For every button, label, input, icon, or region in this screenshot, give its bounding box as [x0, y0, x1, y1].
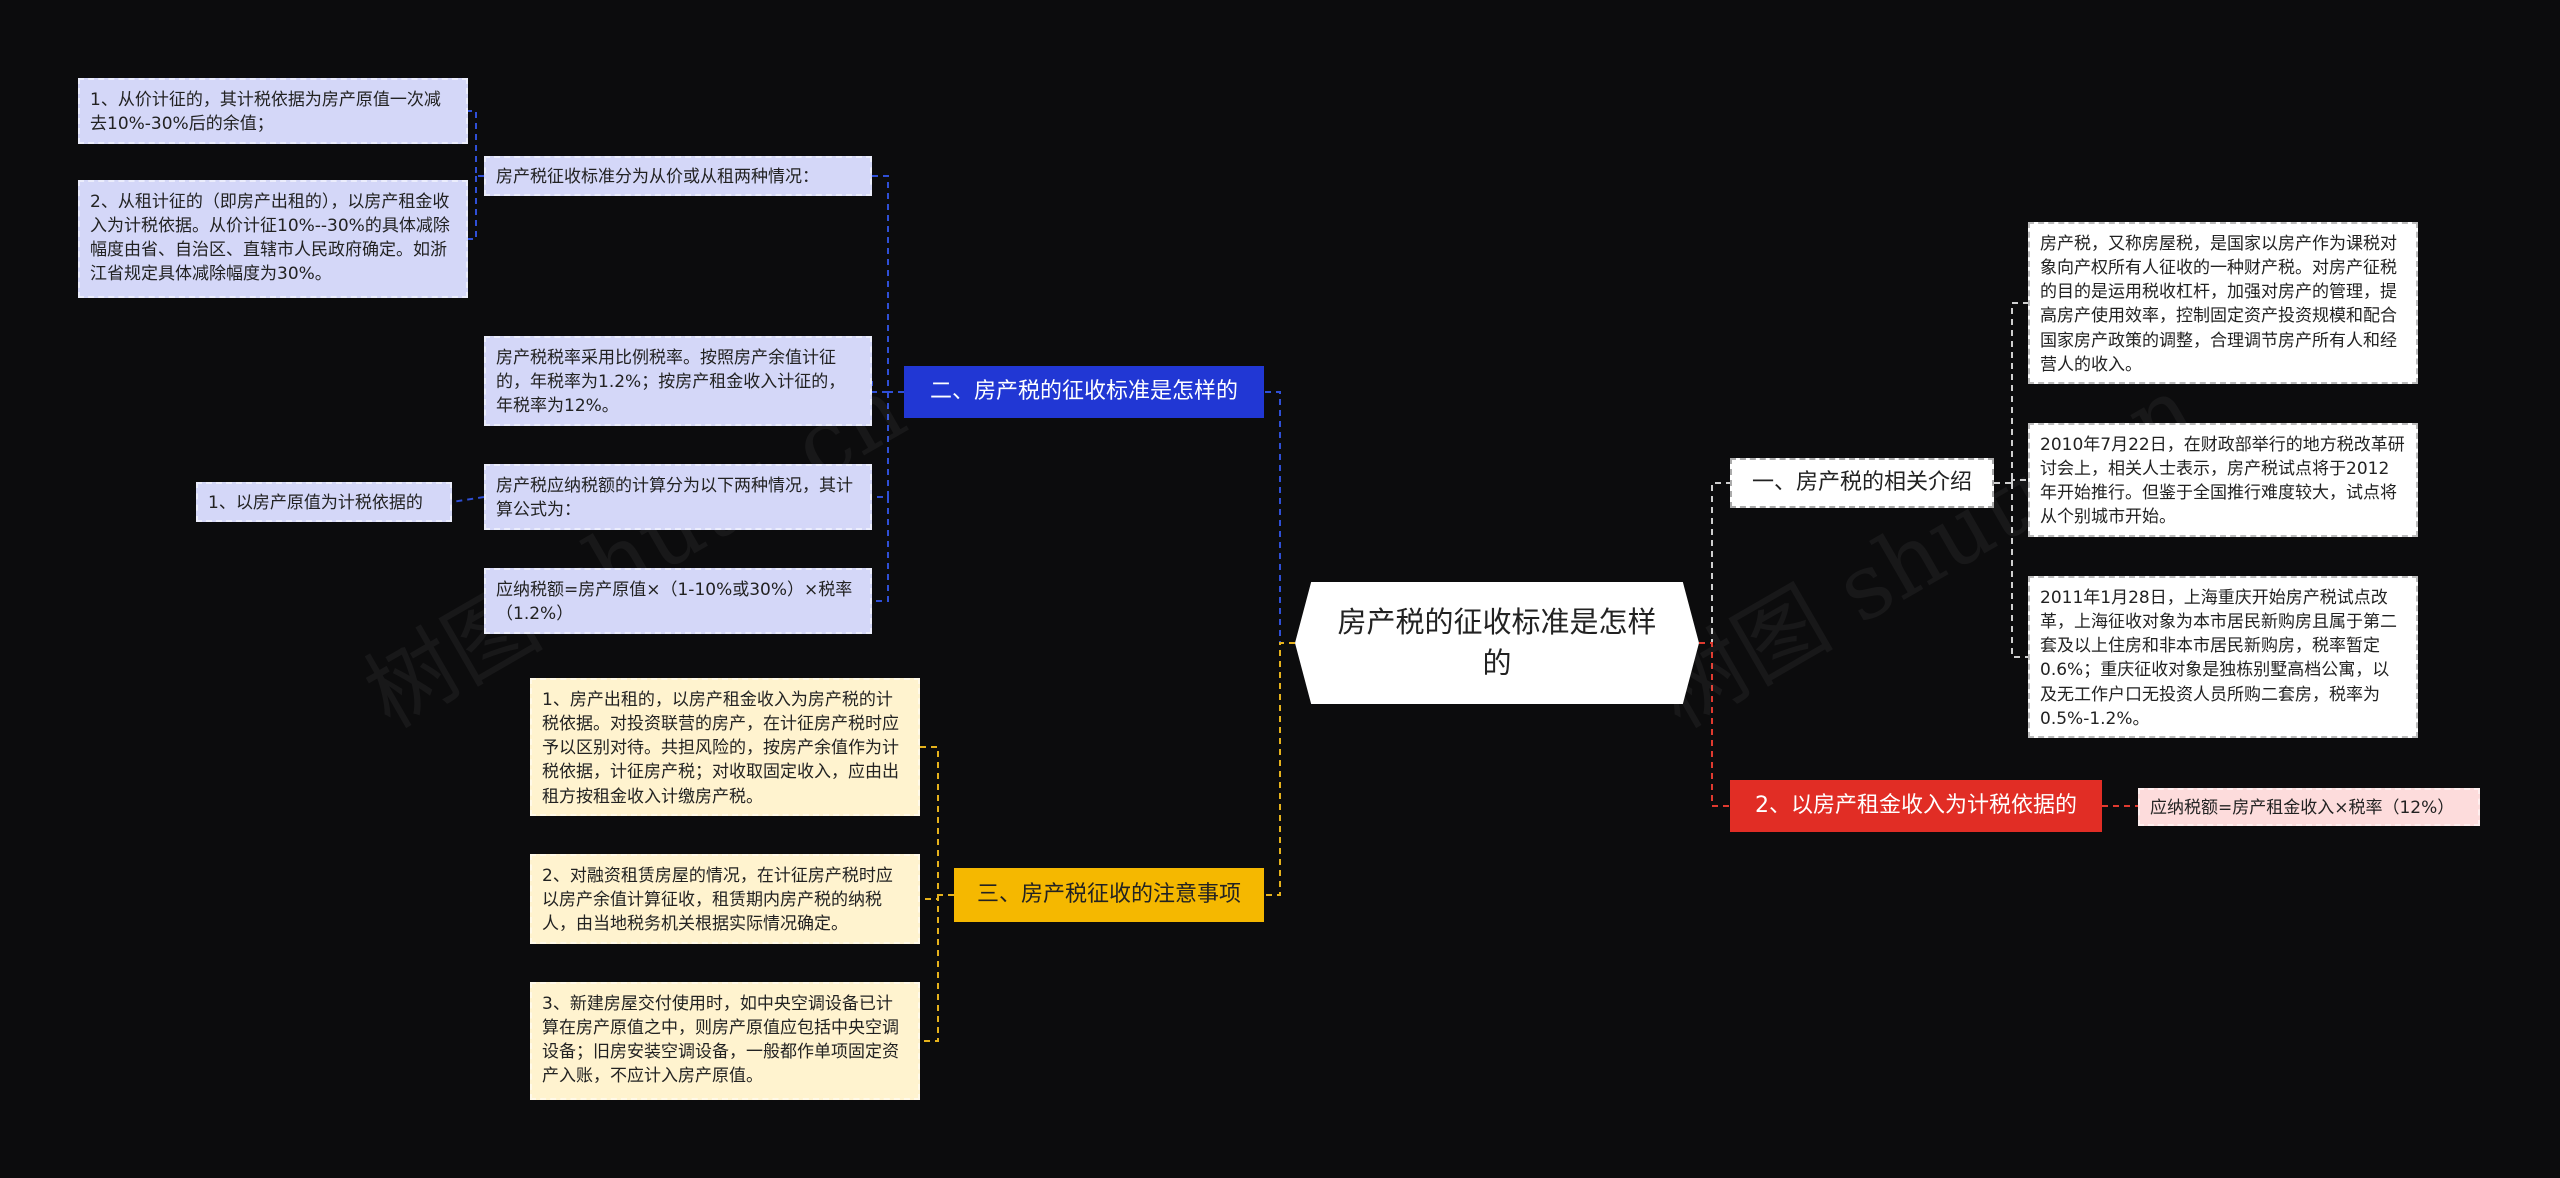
connector-root-intro — [1699, 482, 1730, 644]
leaf-formula[interactable]: 应纳税额=房产原值×（1-10%或30%）×税率（1.2%） — [484, 568, 872, 634]
branch-notes[interactable]: 三、房产税征收的注意事项 — [954, 868, 1264, 922]
connector-root-rent — [1699, 642, 1730, 807]
branch-tax-standard[interactable]: 二、房产税的征收标准是怎样的 — [904, 366, 1264, 418]
leaf-note-leasing[interactable]: 2、对融资租赁房屋的情况，在计征房产税时应以房产余值计算征收，租赁期内房产税的纳… — [530, 854, 920, 944]
root-topic[interactable]: 房产税的征收标准是怎样的 — [1337, 604, 1657, 680]
leaf-definition[interactable]: 房产税，又称房屋税，是国家以房产作为课税对象向产权所有人征收的一种财产税。对房产… — [2028, 222, 2418, 384]
connector-standard-formula — [872, 497, 889, 602]
connector-notes-aircon — [920, 895, 939, 1042]
connector-notes-rental — [920, 746, 954, 896]
connector-types-rent — [468, 176, 477, 240]
leaf-rent-basis[interactable]: 2、从租计征的（即房产出租的），以房产租金收入为计税依据。从价计征10%--30… — [78, 180, 468, 298]
branch-introduction[interactable]: 一、房产税的相关介绍 — [1730, 458, 1994, 508]
leaf-tax-rate[interactable]: 房产税税率采用比例税率。按照房产余值计征的，年税率为1.2%；按房产租金收入计征… — [484, 336, 872, 426]
leaf-value-basis[interactable]: 1、从价计征的，其计税依据为房产原值一次减去10%-30%后的余值； — [78, 78, 468, 144]
root-node-shape — [1295, 582, 1699, 704]
leaf-original-value-basis[interactable]: 1、以房产原值为计税依据的 — [196, 482, 452, 522]
leaf-rent-formula[interactable]: 应纳税额=房产租金收入×税率（12%） — [2138, 788, 2480, 826]
leaf-standard-types[interactable]: 房产税征收标准分为从价或从租两种情况： — [484, 156, 872, 196]
connector-root-notes — [1264, 642, 1295, 896]
branch-rent-basis[interactable]: 2、以房产租金收入为计税依据的 — [1730, 780, 2102, 832]
leaf-2010-history[interactable]: 2010年7月22日，在财政部举行的地方税改革研讨会上，相关人士表示，房产税试点… — [2028, 423, 2418, 537]
connector-intro-2011 — [2011, 483, 2028, 658]
connector-types-value — [468, 110, 484, 177]
leaf-2011-pilot[interactable]: 2011年1月28日，上海重庆开始房产税试点改革，上海征收对象为本市居民新购房且… — [2028, 576, 2418, 738]
connector-calc-original — [451, 496, 485, 503]
connector-standard-calc — [872, 392, 889, 498]
leaf-note-aircon[interactable]: 3、新建房屋交付使用时，如中央空调设备已计算在房产原值之中，则房产原值应包括中央… — [530, 982, 920, 1100]
connector-intro-2010 — [2011, 479, 2028, 483]
connector-standard-types — [872, 175, 904, 393]
connector-intro-def — [1994, 302, 2028, 484]
connector-root-standard — [1264, 391, 1295, 644]
leaf-calculation[interactable]: 房产税应纳税额的计算分为以下两种情况，其计算公式为： — [484, 464, 872, 530]
connector-notes-leasing — [920, 895, 939, 900]
connector-standard-rate — [871, 381, 888, 393]
leaf-note-rental[interactable]: 1、房产出租的，以房产租金收入为房产税的计税依据。对投资联营的房产，在计征房产税… — [530, 678, 920, 816]
